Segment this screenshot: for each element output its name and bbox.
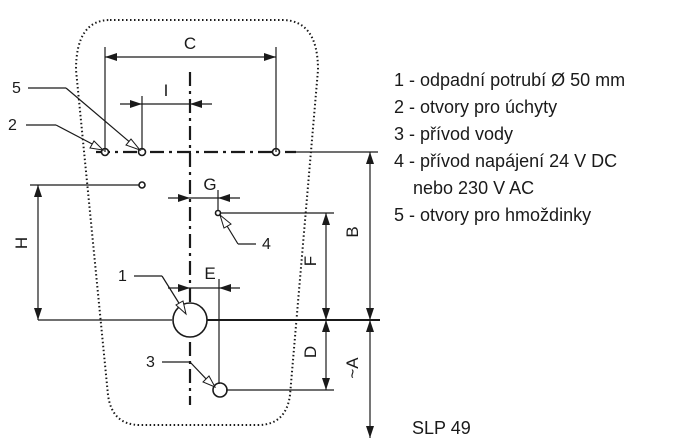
dimension-a-label: ~A [343,357,362,379]
callout-3: 3 [146,354,217,389]
legend-item-3: 3 - přívod vody [394,124,513,144]
dimension-c-label: C [184,34,196,53]
dimension-h: H [12,184,139,320]
dimension-b: B [296,151,378,320]
dowel-hole-lower [138,181,146,189]
dimension-h-label: H [12,237,31,249]
callout-3-number: 3 [146,354,155,371]
legend-item-1: 1 - odpadní potrubí Ø 50 mm [394,70,625,90]
dimension-f: F [221,212,334,320]
dimension-g: G [168,175,240,210]
callout-4-number: 4 [262,236,271,253]
dimension-d: D [226,320,334,391]
callout-1-number: 1 [118,268,127,285]
callout-2: 2 [8,117,105,151]
callout-5-number: 5 [12,80,21,97]
dimension-i-label: I [164,81,169,100]
device-outline [74,19,320,426]
dimension-b-label: B [343,226,362,237]
dimension-f-label: F [301,256,320,266]
water-inlet [212,382,228,398]
legend-item-2: 2 - otvory pro úchyty [394,97,557,117]
legend: 1 - odpadní potrubí Ø 50 mm 2 - otvory p… [394,70,625,225]
callout-5: 5 [12,80,142,152]
dimension-i: I [120,81,212,150]
dimension-e-label: E [204,264,215,283]
callout-2-number: 2 [8,117,17,134]
dimension-d-label: D [301,346,320,358]
dimension-c: C [104,34,277,152]
legend-item-5: 5 - otvory pro hmoždinky [394,205,591,225]
callout-4: 4 [219,213,271,253]
model-code: SLP 49 [412,418,471,438]
dimension-a: ~A [343,320,374,438]
waste-pipe [172,302,208,338]
dimension-g-label: G [203,175,216,194]
legend-item-4-line-1: 4 - přívod napájení 24 V DC [394,151,617,171]
legend-item-4-line-2: nebo 230 V AC [413,178,534,198]
dimension-e: E [168,264,240,384]
callout-1: 1 [118,268,187,316]
